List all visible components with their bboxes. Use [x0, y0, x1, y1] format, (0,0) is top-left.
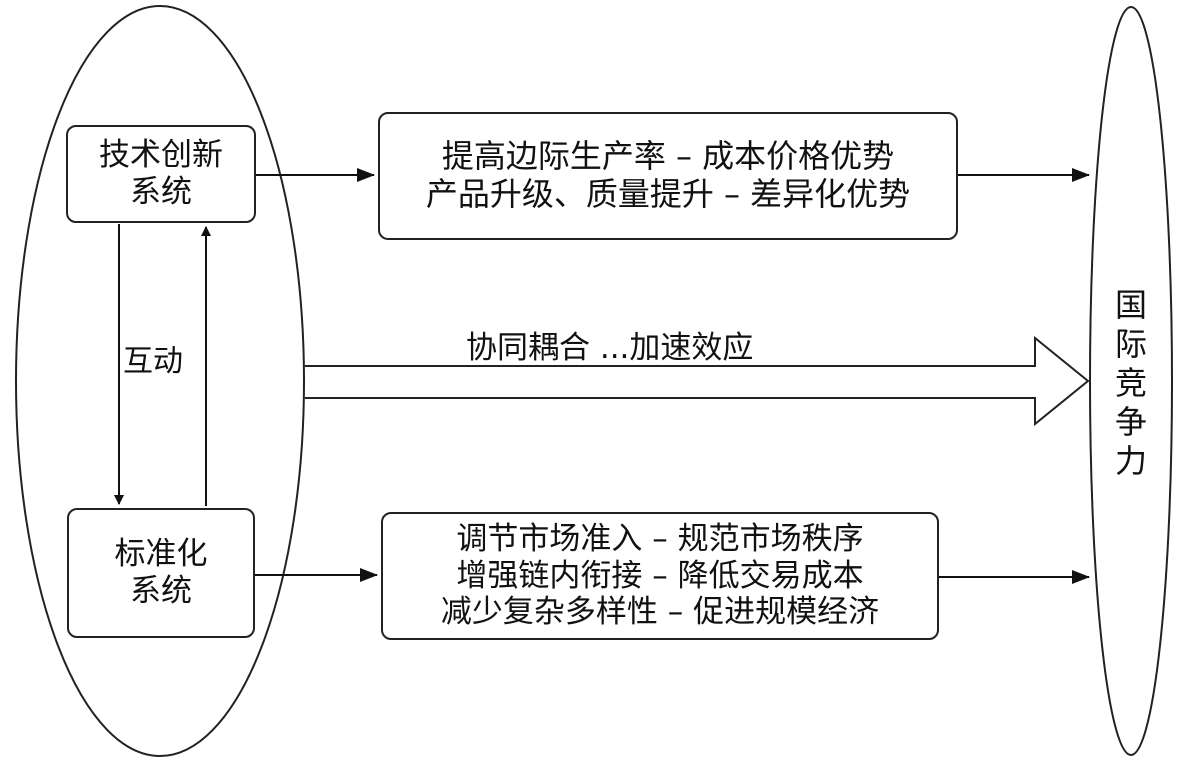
- competitiveness-char-2: 际: [1114, 325, 1147, 364]
- tech-effect-line-2: 产品升级、质量提升 – 差异化优势: [425, 175, 911, 213]
- standardization-line-2: 系统: [130, 573, 192, 609]
- synergy-label: 协同耦合 ...加速效应: [466, 330, 754, 366]
- standardization-system-box: 标准化 系统: [67, 508, 255, 638]
- competitiveness-char-1: 国: [1114, 286, 1147, 324]
- competitiveness-ellipse: [1089, 6, 1173, 756]
- tech-innovation-system-box: 技术创新 系统: [66, 125, 256, 223]
- tech-innovation-line-1: 技术创新: [99, 137, 223, 174]
- standard-effects-box: 调节市场准入 – 规范市场秩序 增强链内衔接 – 降低交易成本 减少复杂多样性 …: [381, 512, 939, 640]
- standard-effect-line-2: 增强链内衔接 – 降低交易成本: [456, 557, 864, 594]
- competitiveness-char-3: 竞: [1114, 364, 1147, 403]
- tech-innovation-line-2: 系统: [130, 174, 192, 210]
- tech-effects-box: 提高边际生产率 – 成本价格优势 产品升级、质量提升 – 差异化优势: [378, 112, 958, 240]
- synergy-hollow-arrow: [305, 335, 1090, 427]
- international-competitiveness-label: 国 际 竞 争 力: [1110, 286, 1152, 481]
- systems-ellipse: [15, 5, 305, 757]
- competitiveness-char-5: 力: [1114, 442, 1147, 481]
- standard-effect-line-1: 调节市场准入 – 规范市场秩序: [456, 521, 864, 558]
- standard-effect-line-3: 减少复杂多样性 – 促进规模经济: [440, 594, 880, 631]
- competitiveness-char-4: 争: [1114, 403, 1147, 442]
- standardization-line-1: 标准化: [114, 536, 208, 573]
- interaction-label: 互动: [123, 344, 183, 379]
- tech-effect-line-1: 提高边际生产率 – 成本价格优势: [441, 137, 895, 176]
